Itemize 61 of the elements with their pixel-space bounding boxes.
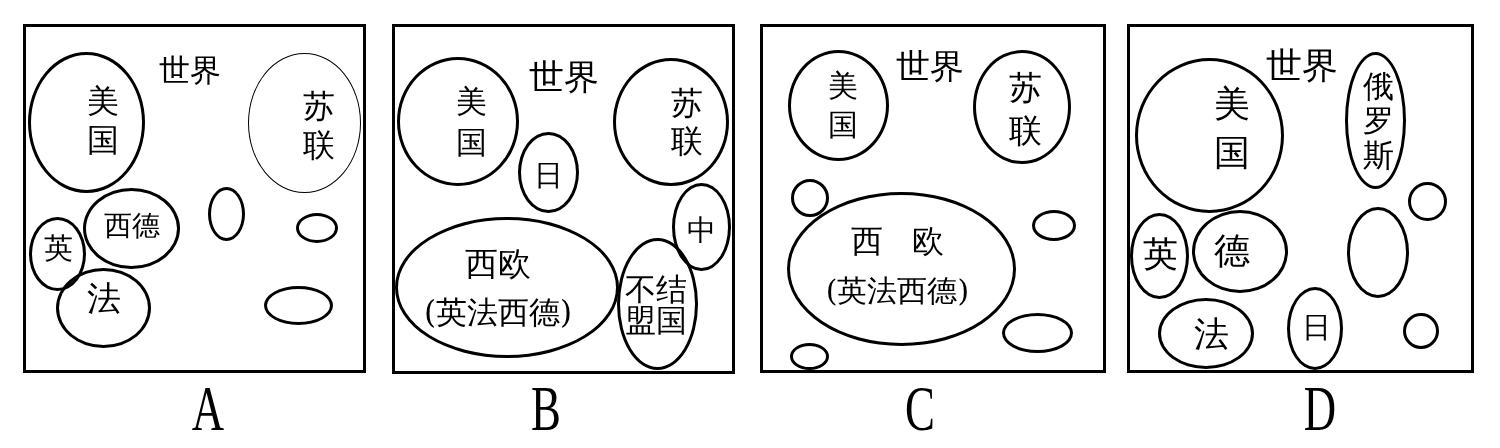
empty-circle xyxy=(1407,181,1447,221)
ellipse-node xyxy=(1158,298,1254,369)
region-name: 法 xyxy=(1193,314,1229,355)
ellipse-node xyxy=(613,58,729,186)
region-name: 苏联 xyxy=(671,83,703,161)
panel-frame xyxy=(1127,24,1474,373)
region-name: 俄罗斯 xyxy=(1363,69,1394,172)
option-letter: D xyxy=(1303,377,1337,441)
ellipse-node xyxy=(83,188,180,269)
region-name: 美国 xyxy=(827,67,858,144)
region-name: 日 xyxy=(1301,310,1331,345)
panel-frame xyxy=(760,24,1106,373)
ellipse-node xyxy=(395,217,619,358)
region-name: 西德 xyxy=(103,210,160,243)
panel-frame xyxy=(392,24,735,374)
heading-text: 世界 xyxy=(896,47,964,87)
option-letter: C xyxy=(905,377,935,441)
region-name: 英 xyxy=(1143,233,1178,275)
empty-ellipse xyxy=(208,187,245,241)
empty-circle xyxy=(791,179,829,217)
region-name: 美国 xyxy=(86,82,119,159)
option-letter: A xyxy=(191,377,225,441)
ellipse-node xyxy=(29,217,86,291)
empty-ellipse xyxy=(790,343,829,370)
panel-frame xyxy=(23,24,366,373)
ellipse-node xyxy=(397,57,519,186)
empty-ellipse xyxy=(1347,207,1409,298)
region-name: 日 xyxy=(534,158,563,193)
region-name: 苏联 xyxy=(302,86,335,166)
ellipse-node xyxy=(1287,287,1343,370)
ellipse-node xyxy=(56,268,151,348)
region-name: (英法西德) xyxy=(825,274,970,309)
ellipse-node xyxy=(672,183,731,271)
empty-circle xyxy=(1402,312,1439,349)
ellipse-node xyxy=(788,50,889,161)
empty-ellipse xyxy=(296,213,338,243)
region-name: 德 xyxy=(1214,229,1250,272)
region-name: (英法西德) xyxy=(423,294,573,331)
heading-text: 世界 xyxy=(159,53,221,89)
option-letter: B xyxy=(531,377,561,441)
ellipse-node xyxy=(518,132,579,213)
ellipse-node xyxy=(1192,210,1288,293)
region-name: 不结盟国 xyxy=(624,274,687,336)
region-name: 美国 xyxy=(455,82,487,162)
region-name: 中 xyxy=(687,214,716,248)
empty-ellipse xyxy=(1002,313,1073,353)
ellipse-node xyxy=(28,52,145,193)
ellipse-node xyxy=(973,50,1071,164)
empty-ellipse xyxy=(1032,210,1076,241)
ellipse-node xyxy=(1130,213,1189,299)
ellipse-node xyxy=(1345,52,1406,189)
heading-text: 世界 xyxy=(1266,45,1338,87)
empty-ellipse xyxy=(264,286,333,325)
region-name: 西 欧 xyxy=(850,223,945,261)
heading-text: 世界 xyxy=(529,57,599,98)
region-name: 苏联 xyxy=(1008,67,1042,152)
region-name: 美国 xyxy=(1213,81,1250,175)
ellipse-node xyxy=(787,192,1016,346)
region-name: 西欧 xyxy=(465,244,531,283)
region-name: 法 xyxy=(86,279,121,319)
region-name: 英 xyxy=(44,232,73,266)
